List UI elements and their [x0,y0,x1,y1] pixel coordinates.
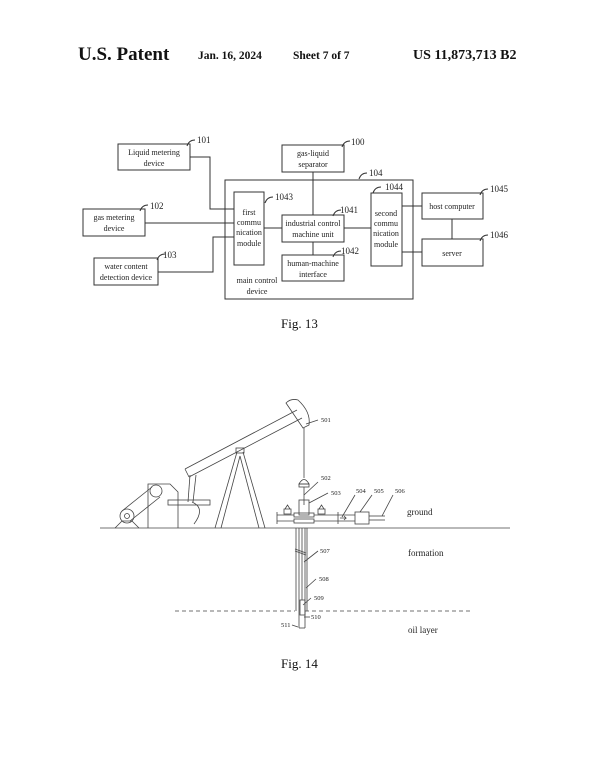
patent-date: Jan. 16, 2024 [198,50,262,62]
wellhead [276,499,339,524]
crank-arm [167,499,211,506]
block-text: human-machine [287,259,339,268]
walking-beam [184,399,310,478]
ref-number: 104 [369,168,383,178]
ref-508: 508 [319,576,329,583]
block-text: commu [237,218,261,227]
main-control-device-block: main control device 104 [224,168,414,300]
samson-post [214,447,266,529]
patent-number: US 11,873,713 B2 [413,48,517,63]
block-text: interface [299,270,327,279]
ref-506: 506 [395,488,406,495]
second-communication-module-block: second commu nication module 1044 [370,182,404,267]
block-text: water content [104,262,148,271]
block-text: first [243,208,257,217]
layer-labels: ground formation oil layer [407,507,444,635]
ref-number: 1043 [275,192,294,202]
block-text: industrial control [286,219,342,228]
ref-505: 505 [374,488,384,495]
patent-header-title: U.S. Patent [78,44,170,65]
ref-507: 507 [320,548,331,555]
formation-label: formation [408,548,444,558]
block-text: Liquid metering [128,148,180,157]
oil-layer-label: oil layer [408,625,438,635]
carrier-bar [298,479,310,485]
ref-number: 101 [197,135,211,145]
ref-number: 1044 [385,182,404,192]
block-text: nication [236,228,262,237]
first-communication-module-block: first commu nication module 1043 [233,191,294,266]
pitman-arm [187,474,200,525]
pump-barrel [299,599,306,616]
block-text: second [375,209,397,218]
ref-503: 503 [331,490,341,497]
block-text: host computer [429,202,475,211]
gearbox [147,483,179,528]
ref-502: 502 [321,475,331,482]
block-text: server [442,249,462,258]
reference-numbers: 501 502 503 504 505 506 507 508 509 510 … [281,417,406,629]
block-text: gas metering [93,213,134,222]
ref-number: 1042 [341,246,359,256]
block-text: device [144,159,165,168]
block-text: machine unit [292,230,334,239]
figure-13-caption: Fig. 13 [281,316,318,331]
block-text: commu [374,219,398,228]
ref-number: 100 [351,137,365,147]
block-text: device [104,224,125,233]
ref-number: 102 [150,201,164,211]
flow-meter [354,511,370,525]
ref-number: 1045 [490,184,509,194]
block-text: module [237,239,261,248]
ref-501: 501 [321,417,331,424]
block-text: detection device [100,273,153,282]
flow-line [338,511,385,525]
tubing-string [294,528,308,629]
ref-509: 509 [314,595,324,602]
reference-leaders [291,419,394,628]
ref-504: 504 [356,488,367,495]
block-text: device [247,287,268,296]
ref-510: 510 [311,614,321,621]
motor [114,484,163,529]
ref-number: 1046 [490,230,509,240]
connector-lines [145,156,453,273]
block-text: gas-liquid [297,149,329,158]
ground-label: ground [407,507,433,517]
block-text: nication [373,229,399,238]
ref-number: 1041 [340,205,358,215]
ref-number: 103 [163,250,177,260]
block-text: module [374,240,398,249]
ref-511: 511 [281,622,291,629]
sheet-number: Sheet 7 of 7 [293,50,350,62]
figure-14-caption: Fig. 14 [281,656,318,671]
block-text: main control [237,276,278,285]
block-text: separator [298,160,328,169]
